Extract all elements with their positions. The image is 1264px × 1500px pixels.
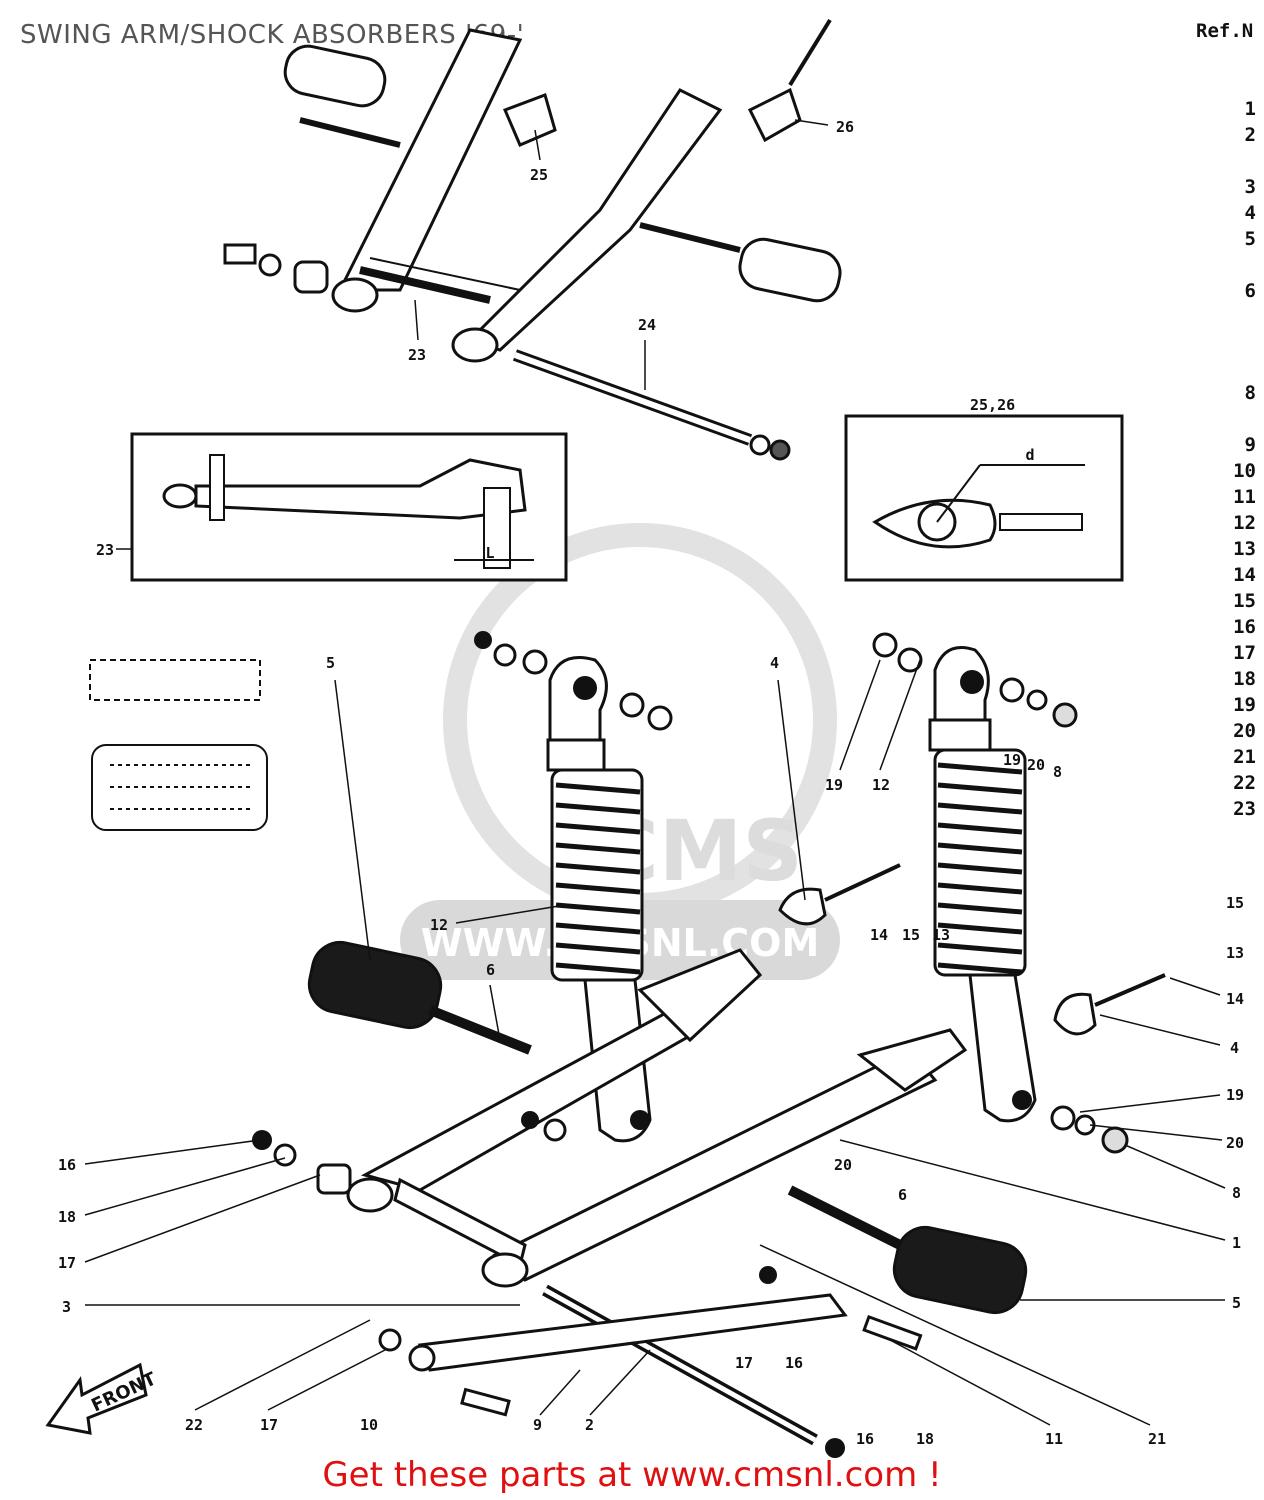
- callout: 24: [638, 316, 656, 334]
- dim-d-label: d: [1025, 446, 1034, 464]
- dim-L-label: L: [485, 544, 494, 562]
- ref-number: 5: [1244, 228, 1256, 250]
- callout: 8: [1053, 763, 1062, 781]
- callout: 13: [932, 926, 950, 944]
- hardware: [252, 631, 1166, 1417]
- callout: 11: [1045, 1430, 1063, 1448]
- ref-number: 15: [1233, 590, 1256, 612]
- callout: 21: [1148, 1430, 1166, 1448]
- callout: 8: [1232, 1184, 1241, 1202]
- ref-number: 9: [1244, 434, 1256, 456]
- callout: 4: [770, 654, 779, 672]
- callout: 15: [902, 926, 920, 944]
- callout: 26: [836, 118, 854, 136]
- ref-number: 11: [1233, 486, 1256, 508]
- callout: 16: [785, 1354, 803, 1372]
- top-pivot-shaft: [223, 243, 791, 461]
- callout: 22: [185, 1416, 203, 1434]
- callout: 18: [916, 1430, 934, 1448]
- callout: 16: [58, 1156, 76, 1174]
- pivot-shaft: [542, 1284, 845, 1458]
- callout: 5: [1232, 1294, 1241, 1312]
- ref-number: 8: [1244, 382, 1256, 404]
- ref-number: 18: [1233, 668, 1256, 690]
- top-swing-arm: [331, 28, 723, 363]
- callout: 19: [825, 776, 843, 794]
- ref-number: 2: [1244, 124, 1256, 146]
- ref-number: 23: [1233, 798, 1256, 820]
- callouts: 26 25 23 24 25,26 23 5 4 19 12 19 20 8 1…: [58, 118, 1244, 1448]
- ref-column-header: Ref.N: [1196, 20, 1254, 42]
- ref-number: 3: [1244, 176, 1256, 198]
- callout: 19: [1003, 751, 1021, 769]
- ref-number: 4: [1244, 202, 1256, 224]
- callout: 14: [870, 926, 888, 944]
- callout: 4: [1230, 1039, 1239, 1057]
- callout: 6: [898, 1186, 907, 1204]
- shock-absorber-right: [928, 646, 1037, 1123]
- ref-number: 16: [1233, 616, 1256, 638]
- callout: 20: [1027, 756, 1045, 774]
- ref-number: 21: [1233, 746, 1256, 768]
- callout: 17: [735, 1354, 753, 1372]
- ref-number: 6: [1244, 280, 1256, 302]
- callout: 23: [96, 541, 114, 559]
- callout: 25,26: [970, 396, 1015, 414]
- ref-number: 19: [1233, 694, 1256, 716]
- callout: 14: [1226, 990, 1244, 1008]
- callout: 12: [430, 916, 448, 934]
- front-arrow: FRONT: [45, 1362, 160, 1435]
- shock-absorber-left: [546, 656, 652, 1143]
- callout: 2: [585, 1416, 594, 1434]
- callout: 18: [58, 1208, 76, 1226]
- callout: 9: [533, 1416, 542, 1434]
- ref-number: 14: [1233, 564, 1256, 586]
- callout: 5: [326, 654, 335, 672]
- ref-number: 22: [1233, 772, 1256, 794]
- footpeg-dimension-sketch: [89, 659, 268, 831]
- footpeg-left: [307, 940, 532, 1055]
- ref-number: 1: [1244, 98, 1256, 120]
- callout: 19: [1226, 1086, 1244, 1104]
- callout: 12: [872, 776, 890, 794]
- ref-number: 20: [1233, 720, 1256, 742]
- leader-lines: [84, 119, 1226, 1426]
- main-swing-arm: [346, 948, 968, 1288]
- callout: 23: [408, 346, 426, 364]
- callout: 16: [856, 1430, 874, 1448]
- callout: 1: [1232, 1234, 1241, 1252]
- ref-number: 17: [1233, 642, 1256, 664]
- callout: 20: [834, 1156, 852, 1174]
- footpeg-right: [787, 1185, 1028, 1315]
- footer-link[interactable]: Get these parts at www.cmsnl.com !: [322, 1455, 942, 1495]
- torque-link: [408, 1293, 848, 1372]
- callout: 13: [1226, 944, 1244, 962]
- ref-number: 10: [1233, 460, 1256, 482]
- callout: 25: [530, 166, 548, 184]
- callout: 20: [1226, 1134, 1244, 1152]
- callout: 3: [62, 1298, 71, 1316]
- diagram-title: SWING ARM/SHOCK ABSORBERS '69-': [20, 20, 525, 50]
- callout: 17: [58, 1254, 76, 1272]
- callout: 17: [260, 1416, 278, 1434]
- detail-box-chain-adjuster: d: [844, 414, 1124, 582]
- callout: 10: [360, 1416, 378, 1434]
- top-footpeg-left: [283, 44, 401, 148]
- ref-number-list: 1 2 3 4 5 6 8 9 10 11 12 13 14 15 16 17 …: [1218, 0, 1264, 900]
- callout: 6: [486, 961, 495, 979]
- ref-number: 13: [1233, 538, 1256, 560]
- ref-number: 12: [1233, 512, 1256, 534]
- callout: 15: [1226, 894, 1244, 912]
- detail-box-swing-arm: L: [130, 432, 568, 582]
- top-footpeg-right: [639, 222, 842, 303]
